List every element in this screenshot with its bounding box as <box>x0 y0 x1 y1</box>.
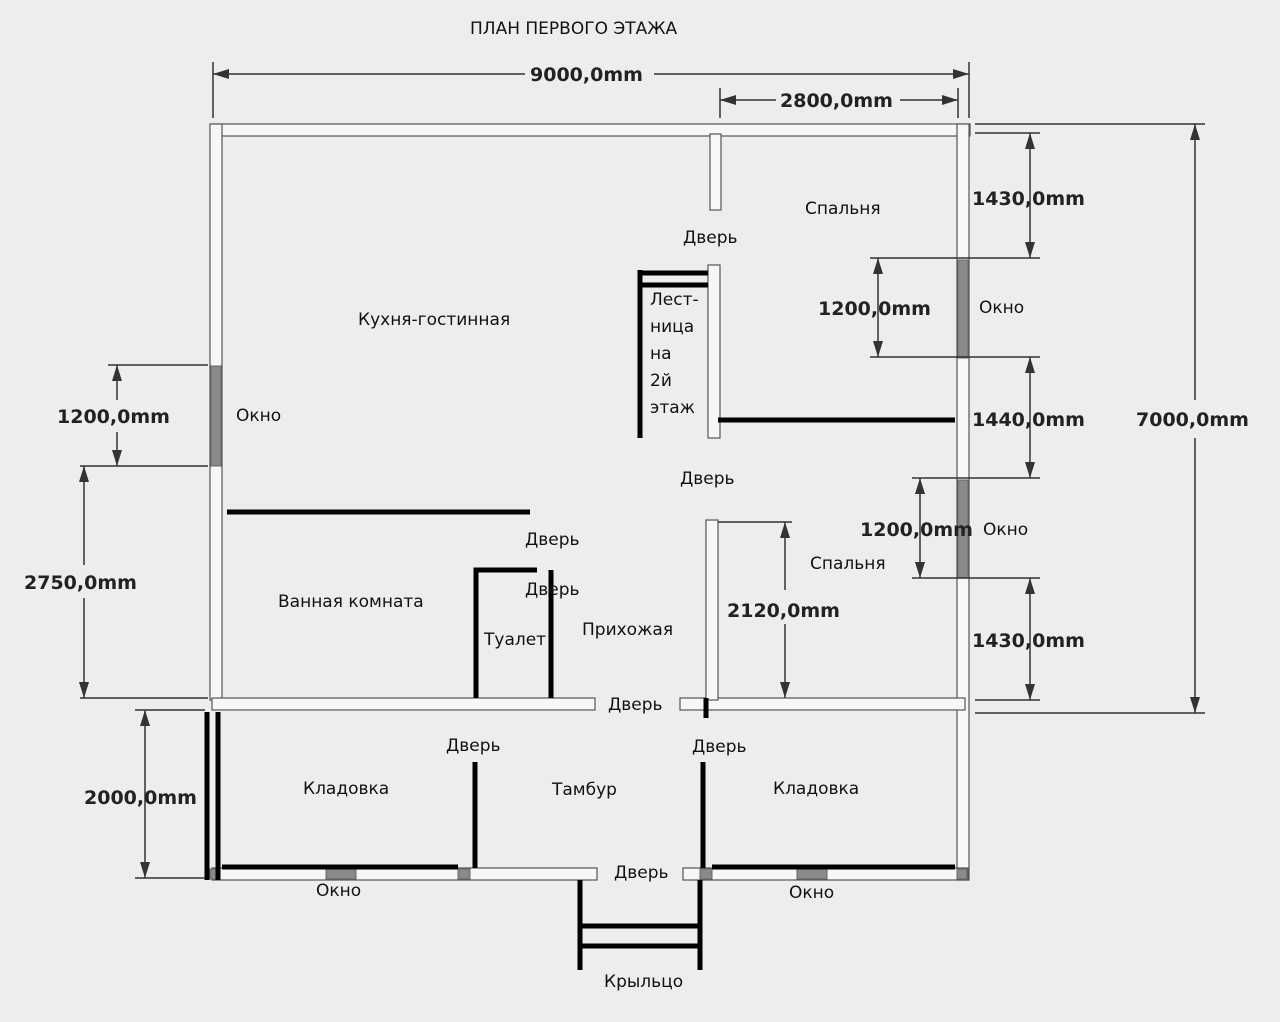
window-left-bar <box>210 365 222 467</box>
dim-total-width: 9000,0mm <box>212 62 970 118</box>
dim-left-2000-label: 2000,0mm <box>84 787 197 809</box>
room-porch: Крыльцо <box>604 972 683 992</box>
stairs-line-4: 2й <box>650 371 672 391</box>
room-bedroom-right: Спальня <box>810 554 886 574</box>
door-storage-right: Дверь <box>692 737 747 757</box>
stairs-line-5: этаж <box>650 398 695 418</box>
dim-left-window-label: 1200,0mm <box>57 406 170 428</box>
dim-bedroom-width: 2800,0mm <box>719 88 959 118</box>
dim-bedroom-width-label: 2800,0mm <box>780 90 893 112</box>
dim-left-2750: 2750,0mm <box>24 466 208 699</box>
window-bottom-right-label: Окно <box>789 883 834 903</box>
door-entrance: Дверь <box>614 863 669 883</box>
wall-bottom-left <box>211 867 598 881</box>
room-bathroom: Ванная комната <box>278 592 424 612</box>
dim-right-window-top: 1200,0mm <box>818 257 1040 358</box>
wall-stairs-right <box>707 264 721 439</box>
plan-title: ПЛАН ПЕРВОГО ЭТАЖА <box>470 19 678 39</box>
window-bottom-left-label: Окно <box>316 881 361 901</box>
door-storage-left: Дверь <box>446 736 501 756</box>
window-right-top-label: Окно <box>979 298 1024 318</box>
dim-left-window: 1200,0mm <box>57 364 208 467</box>
dim-left-2000: 2000,0mm <box>84 709 205 879</box>
window-bottom-left-bar <box>325 868 357 880</box>
dim-total-width-label: 9000,0mm <box>530 64 643 86</box>
dim-right-window-middle-label: 1200,0mm <box>860 519 973 541</box>
dim-inner-2120-label: 2120,0mm <box>727 600 840 622</box>
dim-right-1440: 1440,0mm <box>972 357 1085 478</box>
partition-toilet <box>473 567 537 698</box>
stairs-line-2: ница <box>650 317 694 337</box>
dim-right-1440-label: 1440,0mm <box>972 409 1085 431</box>
wall-post-bottom-corner <box>956 868 968 880</box>
room-bedroom-top: Спальня <box>805 199 881 219</box>
dim-right-window-top-label: 1200,0mm <box>818 298 931 320</box>
dim-right-window-middle: 1200,0mm <box>860 477 1040 579</box>
stairs-line-3: на <box>650 344 672 364</box>
wall-bedroom-stub <box>709 133 722 211</box>
dim-left-2750-label: 2750,0mm <box>24 572 137 594</box>
wall-post-bottom-left <box>457 868 471 880</box>
door-bedroom-top: Дверь <box>683 228 738 248</box>
dim-total-height: 7000,0mm <box>975 123 1249 714</box>
window-right-top-bar <box>957 259 969 359</box>
dim-right-1430-top: 1430,0mm <box>972 132 1085 258</box>
room-storage-right: Кладовка <box>773 779 859 799</box>
door-toilet: Дверь <box>525 580 580 600</box>
dim-right-1430-bottom: 1430,0mm <box>972 578 1085 701</box>
room-hallway: Прихожая <box>582 620 673 640</box>
wall-middle-right <box>679 697 966 711</box>
window-right-middle-label: Окно <box>983 520 1028 540</box>
door-hallway: Дверь <box>608 695 663 715</box>
room-toilet: Туалет <box>483 630 546 650</box>
dim-inner-2120: 2120,0mm <box>718 521 840 698</box>
room-kitchen-living: Кухня-гостинная <box>358 310 510 330</box>
dim-right-1430-top-label: 1430,0mm <box>972 188 1085 210</box>
wall-middle-left <box>211 697 596 711</box>
room-storage-left: Кладовка <box>303 779 389 799</box>
stairs-line-1: Лест- <box>650 290 699 310</box>
window-left-label: Окно <box>236 406 281 426</box>
dim-total-height-label: 7000,0mm <box>1136 409 1249 431</box>
wall-top <box>211 123 971 137</box>
door-bedroom-right: Дверь <box>680 469 735 489</box>
wall-post-bottom-right <box>699 868 713 880</box>
dim-right-1430-bottom-label: 1430,0mm <box>972 630 1085 652</box>
door-bathroom: Дверь <box>525 530 580 550</box>
room-vestibule: Тамбур <box>551 780 617 800</box>
wall-bedroom-right-left <box>705 519 719 701</box>
room-stairs: Лест- ница на 2й этаж <box>650 290 699 418</box>
window-bottom-right-bar <box>796 868 828 880</box>
